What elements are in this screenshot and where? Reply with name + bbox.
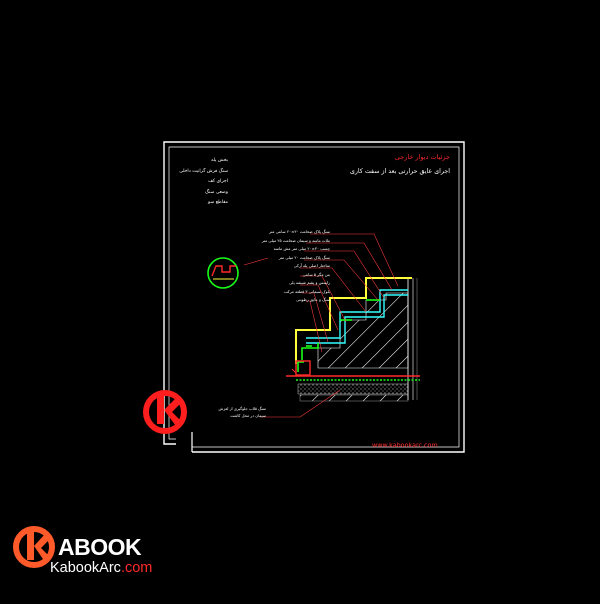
material-callouts: سنگ پلاک ضخامت ۳۰×۲۰ سانتی متر ملات ماسه… <box>232 229 330 306</box>
website-label: www.kabookarc.com <box>372 441 438 449</box>
callout-label: ساختار اصلی پله آرکی <box>293 263 330 268</box>
drawing-subtitle: اجرای عایق حرارتی بعد از سفت کاری <box>349 168 450 175</box>
brand-logo <box>13 526 55 568</box>
legend-item: وضعی سنگ <box>205 189 228 195</box>
callout-label: سنگ پلاک ضخامت ۲۰ میلی متر <box>278 254 330 260</box>
red-base <box>286 360 420 381</box>
callout-label: رابیتس و پشم شیشه پلی <box>289 280 330 285</box>
drawing-title: جزئیات دیوار خارجی <box>394 153 450 161</box>
detail-callout-circle <box>207 257 239 289</box>
base-note: سنگ قلاب جلوگیری از لغزش سیمان در محل کا… <box>196 406 266 419</box>
sheet-frame <box>163 141 465 453</box>
legend-item: اجرای کف <box>208 179 228 184</box>
brand-name: ABOOK <box>58 534 142 560</box>
callout-label: بلوک سیمانی ۳ قطعه مرکب <box>283 288 330 294</box>
callout-label: سنگ و عایق رطوبتی <box>296 297 330 302</box>
kabook-k-icon <box>143 390 187 434</box>
callout-label: ملات ماسه و سیمان ضخامت ۲۵ میلی متر <box>261 237 330 243</box>
callout-label: بتن مگر ۵ سانتی <box>302 271 330 277</box>
leader-lines <box>243 233 399 418</box>
brand-url-tld: .com <box>120 560 153 576</box>
insulation-line <box>295 277 412 364</box>
note-line: سیمان در محل کاشت <box>230 412 266 418</box>
callout-label: چسب ۳۰×۲۰ میلی متر مش ماسه <box>273 246 330 251</box>
callout-label: سنگ پلاک ضخامت ۳۰×۲۰ سانتی متر <box>269 229 330 234</box>
stone-facing <box>306 289 408 344</box>
drawing-legend: بخش پله سنگ فرش گرانیت داخلی اجرای کف وض… <box>168 156 228 209</box>
brand-url: KabookArc.com <box>50 560 152 576</box>
legend-item: سنگ فرش گرانیت داخلی <box>179 168 228 174</box>
legend-item: بخش پله <box>211 158 228 163</box>
brand-url-main: KabookArc <box>50 560 121 576</box>
note-line: سنگ قلاب جلوگیری از لغزش <box>218 406 266 411</box>
legend-item: مقاطع سو <box>208 200 228 205</box>
